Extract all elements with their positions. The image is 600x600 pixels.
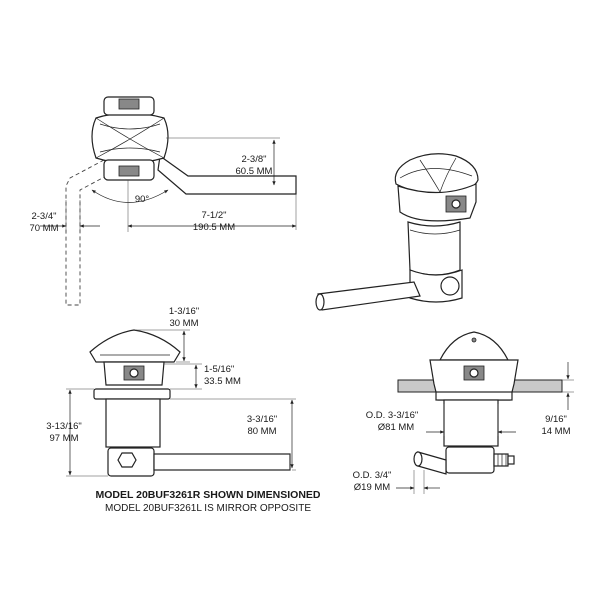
caption-title: MODEL 20BUF3261R SHOWN DIMENSIONED	[95, 489, 320, 501]
side-view: O.D. 3-3/16" Ø81 MM O.D. 3/4" Ø19 MM 9/1…	[353, 331, 574, 494]
iso-cylinder	[407, 221, 461, 276]
front-view: 1-3/16" 30 MM 1-5/16" 33.5 MM 3-13/16" 9…	[46, 306, 296, 477]
side-fitting	[445, 446, 495, 474]
angle-arc	[91, 189, 169, 203]
caption-subtitle: MODEL 20BUF3261L IS MIRROR OPPOSITE	[105, 503, 311, 514]
dim-2-3-4-mm: 70 MM	[29, 223, 58, 234]
front-cylinder	[105, 398, 161, 448]
pipe-right	[157, 154, 297, 195]
dim-9-16-in: 9/16"	[545, 414, 567, 425]
dim-2-3-8-in: 2-3/8"	[241, 154, 266, 165]
front-nut	[117, 452, 137, 468]
dim-3-3-16-mm: 80 MM	[247, 426, 276, 437]
valve-body-top	[91, 112, 169, 164]
front-pipe	[153, 453, 291, 471]
dim-od-body-mm: Ø81 MM	[378, 422, 415, 433]
iso-nut	[440, 276, 460, 296]
top-view: 90° 2-3/4" 70 MM 7-1/2" 190.5 MM 2-3/8" …	[29, 96, 297, 306]
dim-3-13-16-in: 3-13/16"	[46, 421, 82, 432]
dim-1-5-16-in: 1-5/16"	[204, 364, 234, 375]
angle-label: 90°	[135, 194, 150, 205]
dim-1-5-16-mm: 33.5 MM	[204, 376, 241, 387]
side-cap	[439, 331, 509, 361]
dim-od-pipe-mm: Ø19 MM	[354, 482, 391, 493]
dim-7-1-2-in: 7-1/2"	[201, 210, 226, 221]
dim-od-pipe-in: O.D. 3/4"	[353, 470, 392, 481]
dim-3-13-16-mm: 97 MM	[49, 433, 78, 444]
dim-1-3-16-in: 1-3/16"	[169, 306, 199, 317]
dim-1-3-16-mm: 30 MM	[169, 318, 198, 329]
dim-2-3-4-in: 2-3/4"	[31, 211, 56, 222]
front-cap	[89, 329, 181, 363]
isometric-view	[315, 153, 479, 311]
dim-9-16-mm: 14 MM	[541, 426, 570, 437]
side-cylinder	[443, 399, 499, 447]
front-flange	[93, 388, 171, 400]
dim-3-3-16-in: 3-3/16"	[247, 414, 277, 425]
side-pipe	[417, 451, 447, 475]
dim-7-1-2-mm: 190.5 MM	[193, 222, 235, 233]
dim-2-3-8-mm: 60.5 MM	[236, 166, 273, 177]
hidden-pipe-outline	[65, 159, 111, 306]
dim-od-body-in: O.D. 3-3/16"	[366, 410, 418, 421]
iso-pipe	[317, 281, 421, 311]
